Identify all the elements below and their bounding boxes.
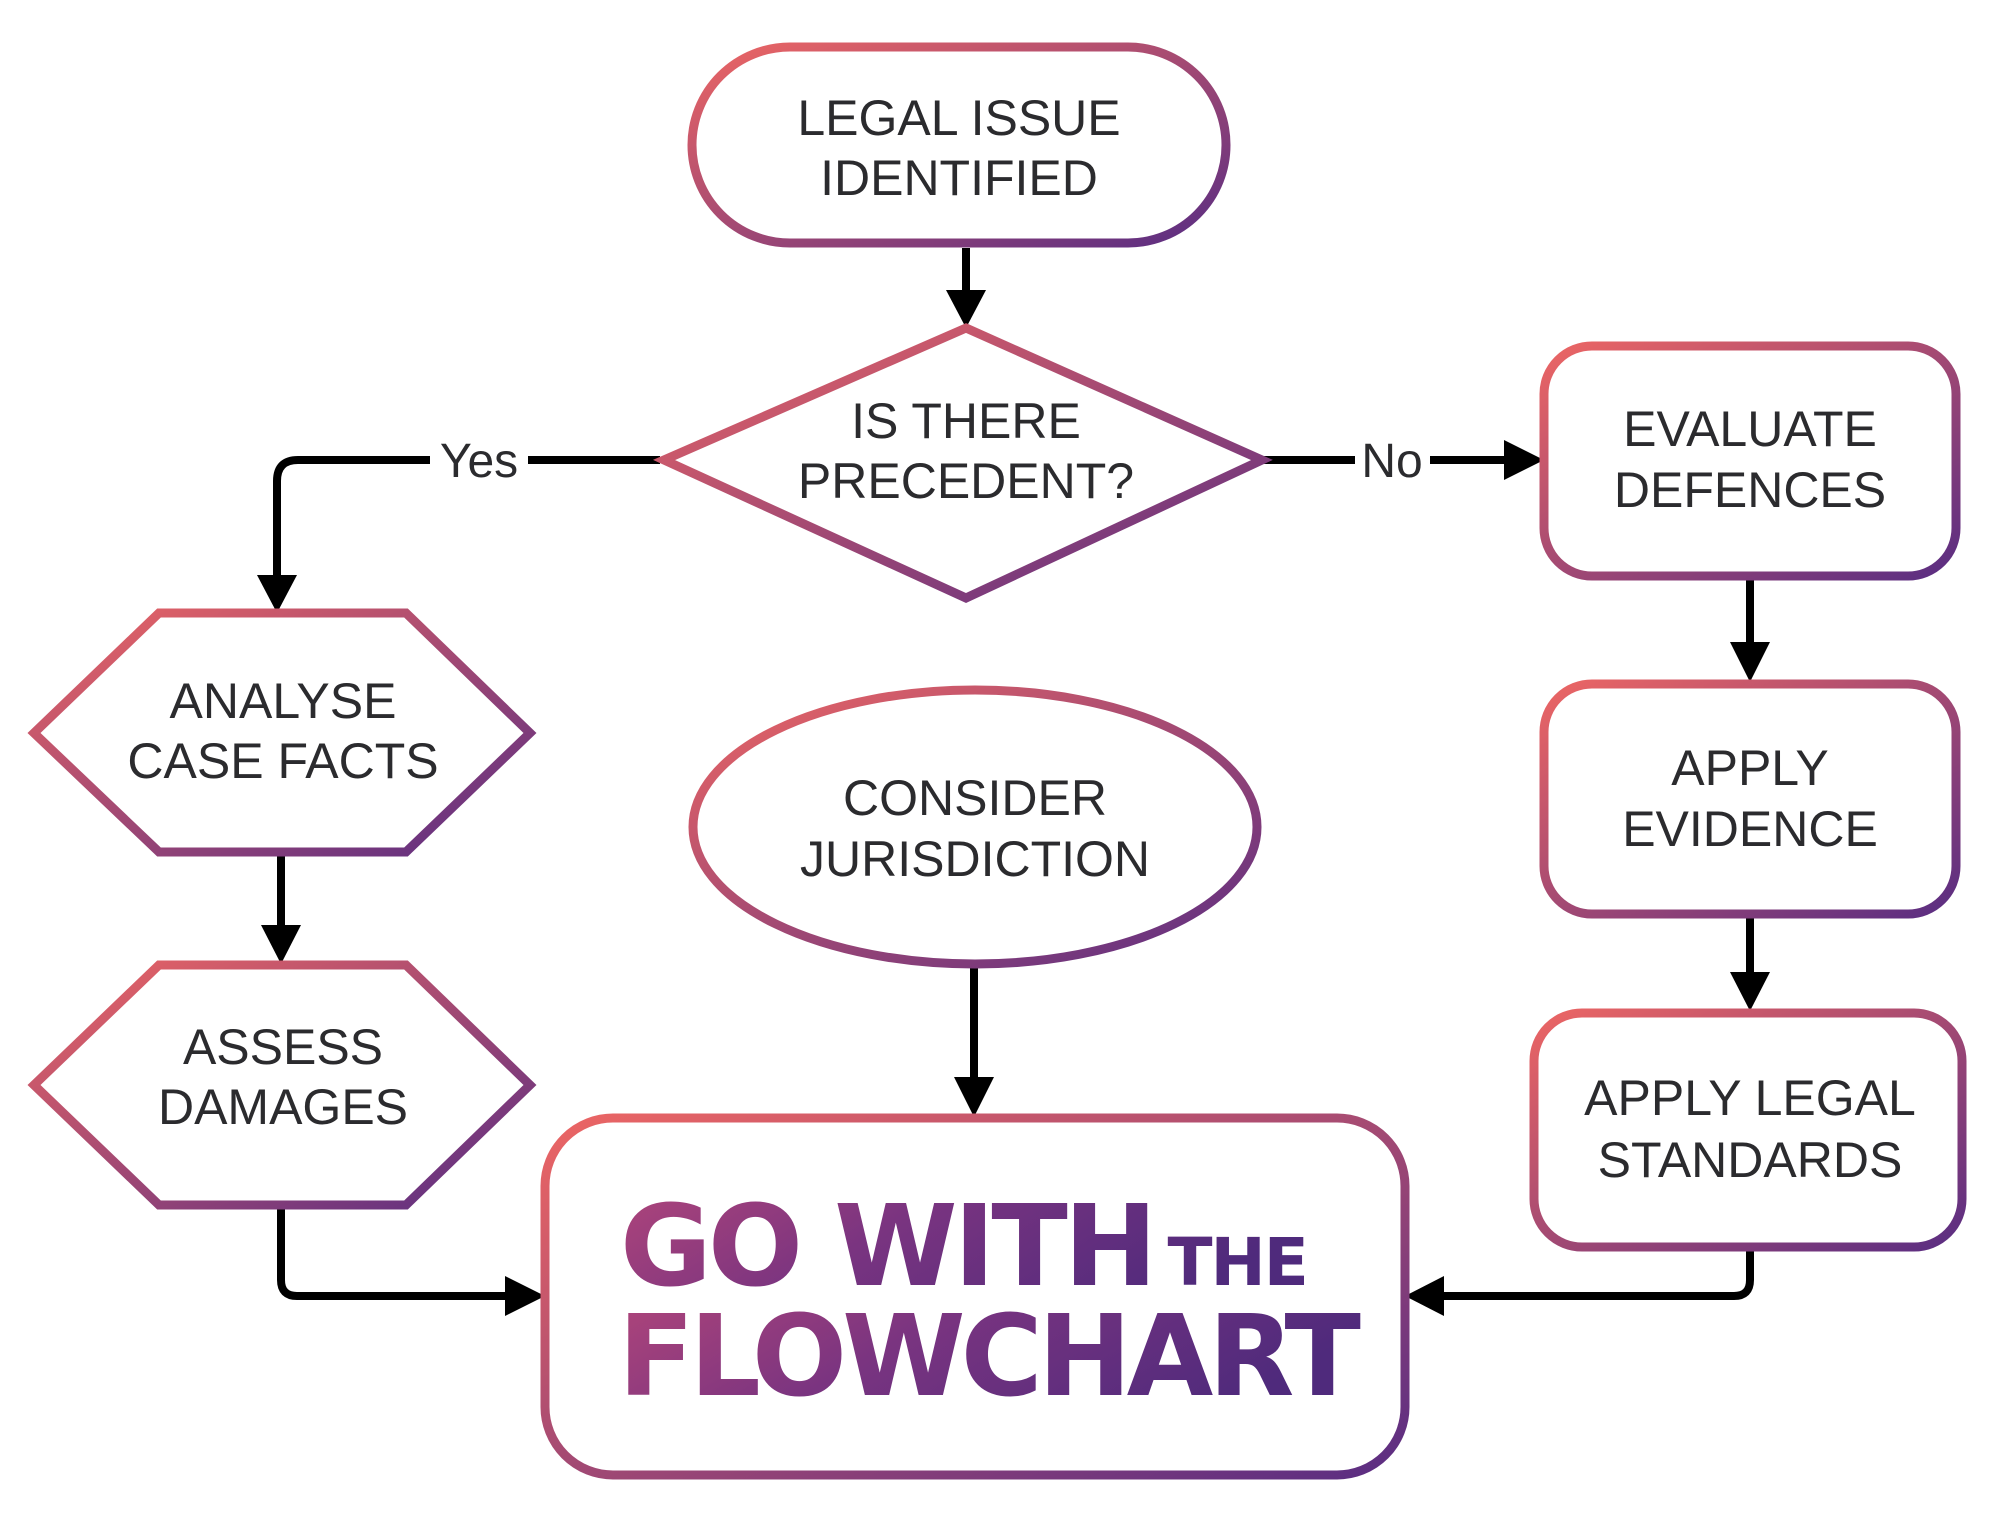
arrowhead-icon xyxy=(1730,642,1770,682)
node-label-line: APPLY LEGAL xyxy=(1584,1070,1916,1126)
node-analyse-case-facts[interactable]: ANALYSE CASE FACTS xyxy=(27,608,537,857)
arrowhead-icon xyxy=(261,925,301,964)
node-label-line: DEFENCES xyxy=(1614,462,1886,518)
node-assess-damages[interactable]: ASSESS DAMAGES xyxy=(27,960,537,1210)
edge-no: No xyxy=(1258,435,1544,488)
arrowhead-icon xyxy=(257,575,297,613)
node-label-line: EVIDENCE xyxy=(1622,801,1878,857)
edge-jurisdiction-to-final xyxy=(954,966,994,1117)
node-apply-legal-standards[interactable]: APPLY LEGAL STANDARDS xyxy=(1529,1008,1967,1252)
edge-label-yes: Yes xyxy=(440,435,518,488)
node-label-line: APPLY xyxy=(1671,740,1829,796)
node-apply-evidence[interactable]: APPLY EVIDENCE xyxy=(1539,679,1961,919)
node-legal-issue-identified[interactable]: LEGAL ISSUE IDENTIFIED xyxy=(687,42,1231,248)
node-label-line: PRECEDENT? xyxy=(798,453,1134,509)
node-label-line: CASE FACTS xyxy=(127,733,438,789)
edge-standards-to-final xyxy=(1405,1247,1754,1316)
final-title-big: GO WITH xyxy=(620,1182,1153,1312)
arrowhead-icon xyxy=(954,1077,994,1117)
node-label-line: IS THERE xyxy=(851,393,1081,449)
node-label-line: ASSESS xyxy=(183,1019,383,1075)
node-consider-jurisdiction[interactable]: CONSIDER JURISDICTION xyxy=(688,685,1262,969)
edge-evaluate-to-evidence xyxy=(1730,577,1770,682)
edge-analyse-to-assess xyxy=(261,852,301,964)
edge-evidence-to-standards xyxy=(1730,915,1770,1011)
final-title-line2: FLOWCHART xyxy=(618,1292,1360,1422)
node-label-line: ANALYSE xyxy=(170,673,397,729)
final-title-small: THE xyxy=(1167,1224,1306,1301)
node-evaluate-defences[interactable]: EVALUATE DEFENCES xyxy=(1539,341,1961,581)
edge-assess-to-final xyxy=(277,1205,545,1316)
edge-label-no: No xyxy=(1361,435,1422,488)
arrowhead-icon xyxy=(1504,440,1544,480)
arrowhead-icon xyxy=(946,290,986,328)
node-label-line: IDENTIFIED xyxy=(820,150,1098,206)
node-label-line: CONSIDER xyxy=(843,770,1107,826)
edge-yes: Yes xyxy=(257,435,660,613)
node-label-line: EVALUATE xyxy=(1623,401,1877,457)
arrowhead-icon xyxy=(1405,1276,1444,1316)
node-label-line: STANDARDS xyxy=(1598,1132,1903,1188)
edge-start-to-decision xyxy=(946,248,986,328)
node-is-there-precedent[interactable]: IS THERE PRECEDENT? xyxy=(652,323,1273,603)
node-label-line: DAMAGES xyxy=(158,1079,408,1135)
arrowhead-icon xyxy=(505,1276,545,1316)
arrowhead-icon xyxy=(1730,972,1770,1011)
node-label-line: LEGAL ISSUE xyxy=(797,90,1120,146)
node-label-line: JURISDICTION xyxy=(800,831,1150,887)
